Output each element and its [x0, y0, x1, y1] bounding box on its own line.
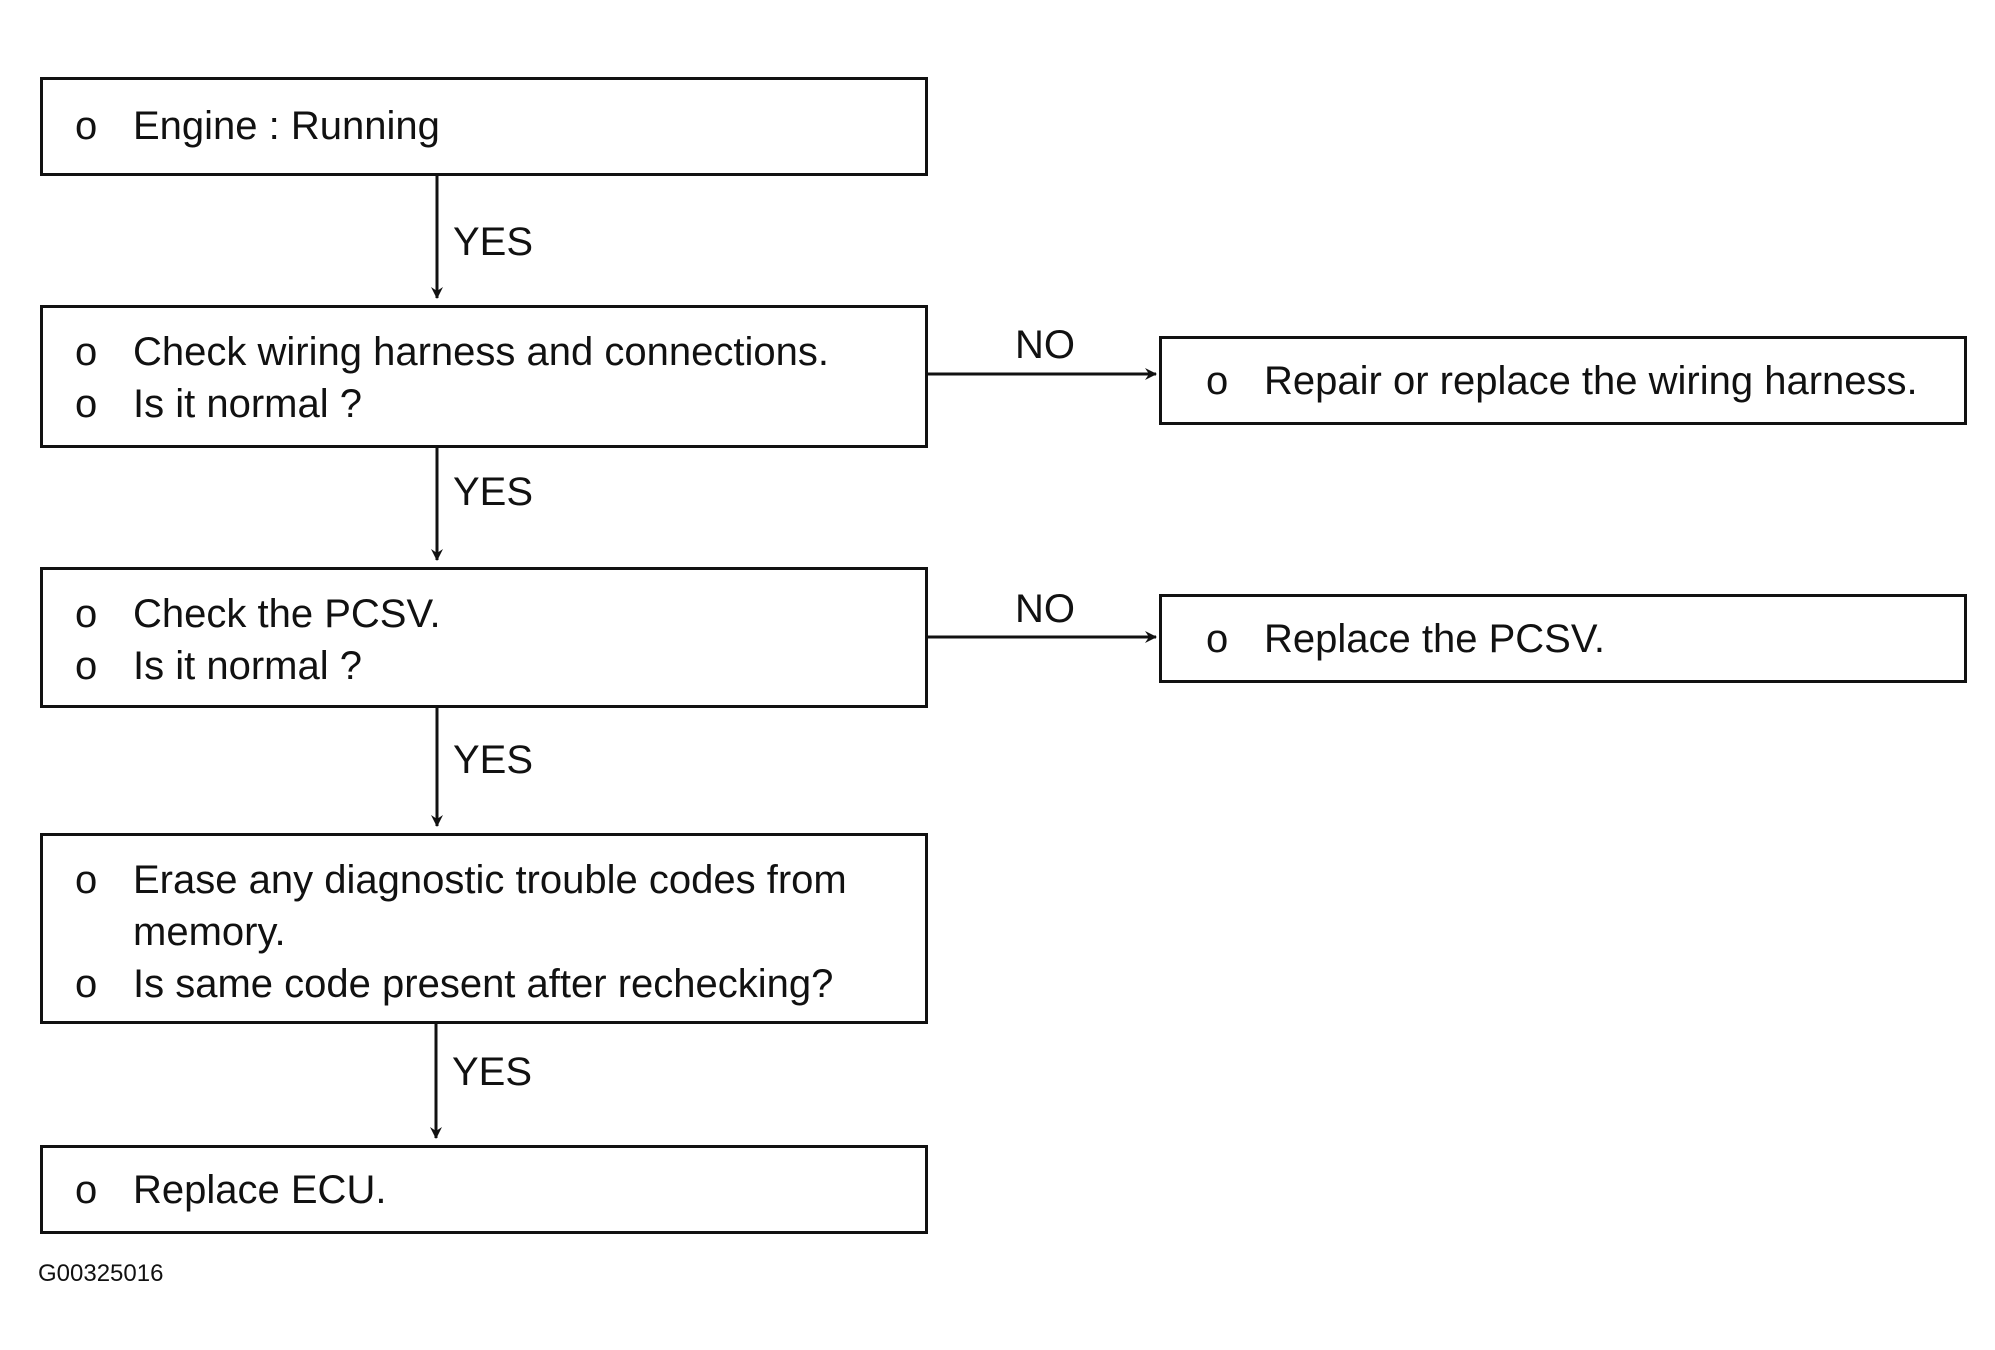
step-text: Is it normal ? — [133, 382, 362, 426]
figure-code: G00325016 — [38, 1260, 164, 1287]
step-text: Replace ECU. — [133, 1168, 387, 1212]
step-line: o Check the PCSV. — [43, 588, 925, 640]
bullet-marker: o — [75, 858, 98, 902]
step-text: Repair or replace the wiring harness. — [1264, 359, 1918, 403]
step-line-continued: memory. — [43, 906, 925, 958]
step-line: o Replace ECU. — [43, 1164, 925, 1216]
step-line: o Is it normal ? — [43, 640, 925, 692]
step-check-pcsv: o Check the PCSV. o Is it normal ? — [40, 567, 928, 708]
step-line: o Check wiring harness and connections. — [43, 326, 925, 378]
bullet-marker: o — [75, 962, 98, 1006]
bullet-marker: o — [1206, 359, 1229, 403]
step-text: Replace the PCSV. — [1264, 617, 1605, 661]
edge-label-no: NO — [1015, 323, 1075, 367]
step-line: o Erase any diagnostic trouble codes fro… — [43, 854, 925, 906]
edge-label-yes: YES — [453, 738, 534, 782]
bullet-marker: o — [75, 330, 98, 374]
step-text: Erase any diagnostic trouble codes from — [133, 858, 847, 902]
edge-label-no: NO — [1015, 587, 1075, 631]
step-line: o Repair or replace the wiring harness. — [1162, 355, 1964, 407]
step-line: o Is it normal ? — [43, 378, 925, 430]
edge-label-yes: YES — [453, 220, 534, 264]
step-engine-running: o Engine : Running — [40, 77, 928, 176]
bullet-marker: o — [75, 644, 98, 688]
step-replace-ecu: o Replace ECU. — [40, 1145, 928, 1234]
step-line: o Replace the PCSV. — [1162, 613, 1964, 665]
bullet-marker: o — [1206, 617, 1229, 661]
bullet-marker: o — [75, 104, 98, 148]
bullet-marker: o — [75, 382, 98, 426]
step-erase-codes: o Erase any diagnostic trouble codes fro… — [40, 833, 928, 1024]
step-line: o Is same code present after rechecking? — [43, 958, 925, 1010]
step-text: Is same code present after rechecking? — [133, 962, 834, 1006]
step-text: Is it normal ? — [133, 644, 362, 688]
edge-label-yes: YES — [453, 470, 534, 514]
step-text: Check the PCSV. — [133, 592, 441, 636]
step-text: Engine : Running — [133, 104, 440, 148]
step-text: Check wiring harness and connections. — [133, 330, 829, 374]
bullet-marker: o — [75, 592, 98, 636]
step-replace-pcsv: o Replace the PCSV. — [1159, 594, 1967, 683]
edge-label-yes: YES — [452, 1050, 533, 1094]
step-check-wiring: o Check wiring harness and connections. … — [40, 305, 928, 448]
step-text: memory. — [133, 910, 286, 954]
step-line: o Engine : Running — [43, 100, 925, 152]
step-repair-wiring: o Repair or replace the wiring harness. — [1159, 336, 1967, 425]
bullet-marker: o — [75, 1168, 98, 1212]
